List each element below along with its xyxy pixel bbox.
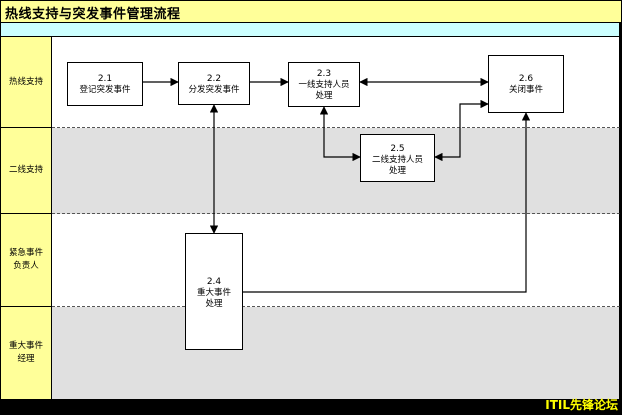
- step-text: 关闭事件: [508, 85, 543, 95]
- lane-label-major-manager: 重大事件 经理: [0, 307, 52, 400]
- step-2-1-box: 2.1 登记突发事件: [67, 62, 143, 106]
- step-2-6-box: 2.6 关闭事件: [488, 55, 564, 113]
- lane-label-hotline: 热线支持: [0, 37, 52, 128]
- step-text: 一线支持人员 处理: [298, 80, 350, 101]
- step-2-2-box: 2.2 分发突发事件: [178, 62, 250, 105]
- lane-label-text: 紧急事件 负责人: [8, 248, 43, 271]
- lane-label-emergency-owner: 紧急事件 负责人: [0, 214, 52, 307]
- step-number: 2.5: [390, 144, 405, 154]
- step-number: 2.4: [206, 277, 222, 287]
- step-text: 重大事件 处理: [196, 288, 231, 309]
- step-number: 2.2: [206, 74, 222, 84]
- step-2-5-box: 2.5 二线支持人员 处理: [360, 134, 435, 182]
- lane-label-second-line: 二线支持: [0, 128, 52, 214]
- page-title: 热线支持与突发事件管理流程: [5, 7, 181, 22]
- lane-label-text: 热线支持: [8, 76, 43, 87]
- lane-major-manager: [52, 307, 620, 400]
- bottom-bar: [0, 400, 622, 415]
- step-number: 2.1: [97, 74, 113, 84]
- lane-label-text: 二线支持: [8, 165, 43, 175]
- step-number: 2.3: [316, 69, 332, 79]
- lane-label-text: 重大事件 经理: [8, 341, 43, 364]
- step-text: 登记突发事件: [79, 85, 131, 95]
- header-strip: [0, 23, 620, 37]
- step-number: 2.6: [518, 74, 534, 84]
- lane-emergency-owner: [52, 214, 620, 307]
- lane-second-line: [52, 128, 620, 214]
- step-text: 二线支持人员 处理: [371, 155, 423, 176]
- watermark: ITIL先锋论坛: [545, 398, 618, 412]
- step-2-4-box: 2.4 重大事件 处理: [185, 233, 243, 350]
- right-border: [620, 37, 622, 400]
- step-text: 分发突发事件: [188, 85, 240, 95]
- step-2-3-box: 2.3 一线支持人员 处理: [288, 62, 360, 107]
- title-bar: 热线支持与突发事件管理流程: [0, 0, 622, 23]
